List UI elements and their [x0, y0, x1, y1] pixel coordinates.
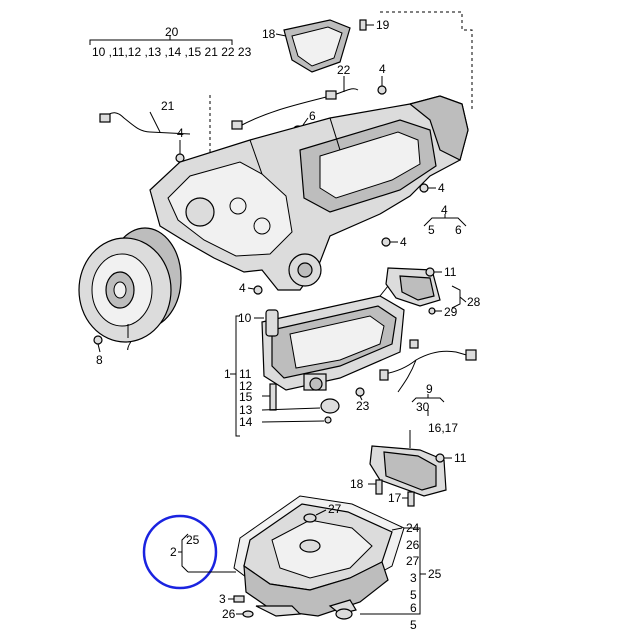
transmission-housing — [149, 95, 469, 291]
bolt-4-right-a — [419, 183, 436, 193]
label-6b: 6 — [455, 223, 462, 237]
label-5b: 5 — [410, 588, 417, 602]
bolt-8 — [93, 335, 103, 353]
actuator-16-17 — [369, 430, 452, 497]
seal-14 — [261, 416, 332, 424]
bolt-15 — [262, 383, 277, 411]
callout-bracket — [181, 533, 189, 573]
label-6: 6 — [309, 109, 316, 123]
label-12: 12 — [239, 379, 253, 393]
label-6c: 6 — [410, 601, 417, 615]
bolt-19 — [359, 19, 374, 31]
label-10: 10 — [238, 311, 252, 325]
label-17: 17 — [388, 491, 402, 505]
label-25-callout: 25 — [186, 533, 200, 547]
oil-pan — [233, 495, 405, 617]
label-30: 30 — [416, 400, 430, 414]
label-11a: 11 — [444, 265, 457, 279]
bolt-4-lower — [247, 285, 263, 295]
label-11c: 11 — [454, 451, 467, 465]
label-4c: 4 — [438, 181, 445, 195]
bolt-17 — [402, 491, 415, 507]
label-21: 21 — [161, 99, 175, 113]
bolt-4-left — [175, 140, 185, 163]
label-2-callout: 2 — [170, 545, 177, 559]
seal-26 — [236, 610, 254, 618]
label-20-list: 10 ,11,12 ,13 ,14 ,15 21 22 23 — [92, 45, 252, 59]
dashed-outline-top — [380, 11, 473, 110]
label-26a: 26 — [406, 538, 420, 552]
plug-13 — [261, 398, 340, 414]
label-1: 1 — [224, 367, 231, 381]
bolt-18b — [368, 479, 383, 495]
group-bracket-1 — [235, 315, 240, 437]
label-4e: 4 — [400, 235, 407, 249]
label-4b: 4 — [177, 126, 184, 140]
label-25: 25 — [428, 567, 442, 581]
plug-3 — [228, 595, 245, 603]
label-8: 8 — [96, 353, 103, 367]
label-5c: 5 — [410, 618, 417, 632]
label-15: 15 — [239, 390, 253, 404]
label-3a: 3 — [410, 571, 417, 585]
label-13: 13 — [239, 403, 253, 417]
label-5a: 5 — [428, 223, 435, 237]
label-24: 24 — [406, 521, 420, 535]
label-11b: 11 — [239, 367, 252, 381]
sensor-wire-21 — [103, 112, 191, 135]
gasket-27 — [303, 509, 327, 523]
label-14: 14 — [239, 415, 253, 429]
bracket-5-6 — [423, 214, 467, 227]
label-18: 18 — [262, 27, 276, 41]
solenoid-valve-28 — [385, 267, 467, 315]
filter-10 — [254, 309, 279, 337]
bolt-4-right-b — [381, 237, 398, 247]
label-4f: 4 — [239, 281, 246, 295]
label-4a: 4 — [379, 62, 386, 76]
label-29: 29 — [444, 305, 458, 319]
label-16-17: 16,17 — [428, 421, 458, 435]
label-22: 22 — [337, 63, 351, 77]
label-20: 20 — [165, 25, 179, 39]
bolt-4-top — [377, 76, 387, 95]
label-18b: 18 — [350, 477, 364, 491]
valve-body — [261, 285, 405, 391]
label-26b: 26 — [222, 607, 236, 621]
seal-23 — [355, 387, 365, 401]
label-23: 23 — [356, 399, 370, 413]
wiring-harness-30 — [379, 339, 477, 416]
torque-converter — [78, 227, 182, 343]
group-bracket-20 — [89, 36, 233, 45]
label-27a: 27 — [328, 502, 342, 516]
label-9: 9 — [426, 382, 433, 396]
plug-5 — [335, 608, 353, 620]
label-27b: 27 — [406, 554, 420, 568]
label-19: 19 — [376, 18, 390, 32]
label-3b: 3 — [219, 592, 226, 606]
label-4d: 4 — [441, 203, 448, 217]
highlight-circle — [142, 514, 218, 590]
label-7: 7 — [125, 339, 132, 353]
label-28: 28 — [467, 295, 481, 309]
